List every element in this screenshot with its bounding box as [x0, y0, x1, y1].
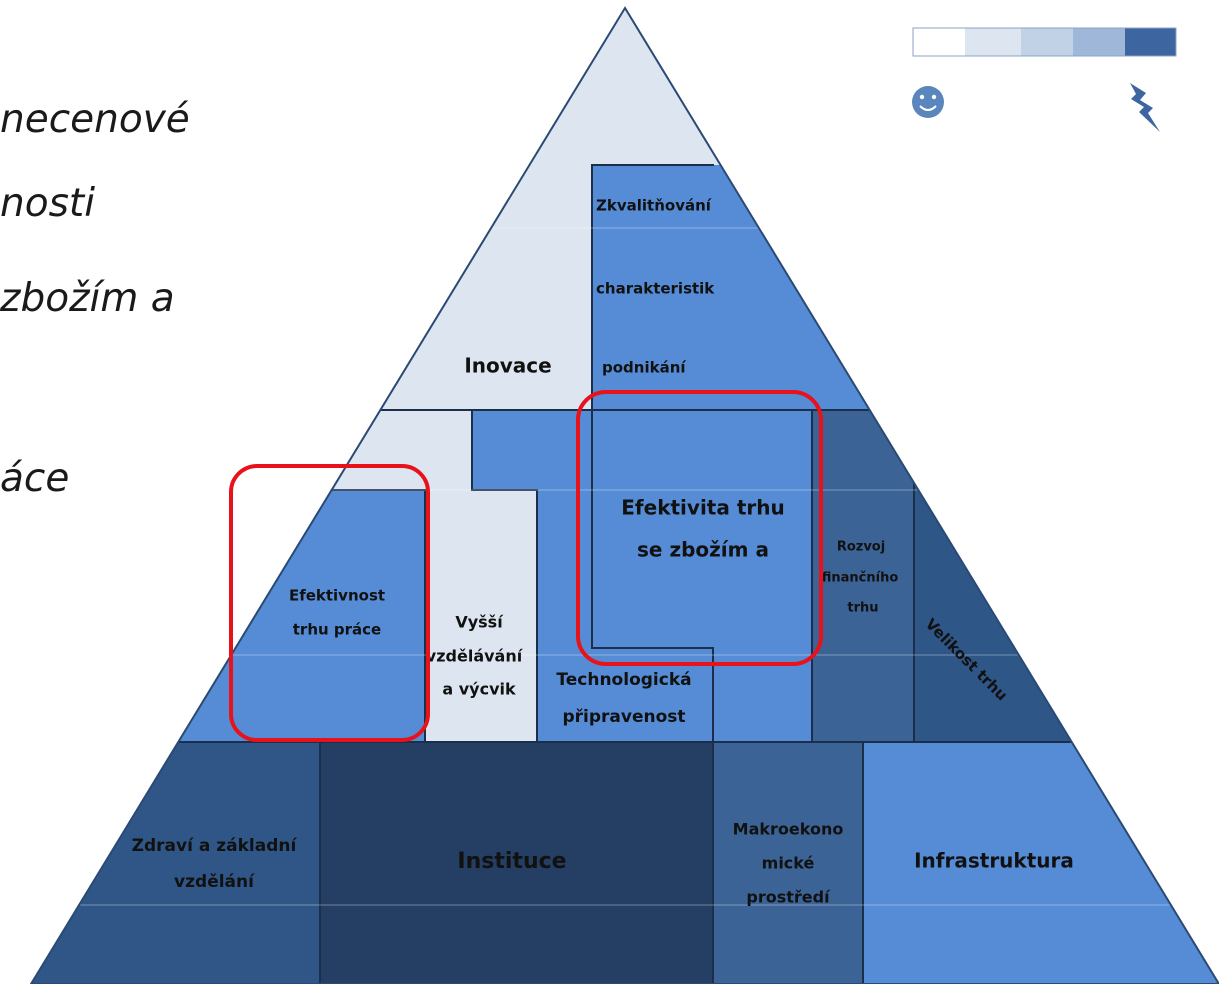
- legend-swatch-4: [1073, 28, 1125, 56]
- lightning-icon: [1130, 83, 1160, 132]
- smiley-icon: [912, 86, 944, 118]
- legend: [912, 27, 1177, 132]
- legend-swatch-5: [1125, 28, 1176, 56]
- label-instituce: Instituce: [457, 849, 566, 874]
- label-rozvoj-3: trhu: [847, 601, 878, 616]
- label-zkvalitnovani-1: Zkvalitňování: [596, 197, 712, 215]
- segment-vyssi-vzdelavani: [425, 490, 537, 742]
- segment-instituce: [320, 742, 713, 984]
- label-zdravi-1: Zdraví a základní: [132, 836, 298, 856]
- label-vyssi-1: Vyšší: [455, 613, 504, 632]
- highlight-efektivita-trhu: [576, 390, 823, 666]
- label-inovace: Inovace: [464, 354, 551, 378]
- label-makro-3: prostředí: [746, 888, 831, 907]
- side-text-line-2: nosti: [0, 181, 96, 226]
- label-makro-2: mické: [762, 854, 815, 873]
- label-zdravi-2: vzdělání: [174, 872, 255, 892]
- segment-efektivnost-trhu-prace: [31, 490, 425, 742]
- label-zkvalitnovani-3: podnikání: [602, 359, 686, 377]
- label-vyssi-2: vzdělávání: [426, 647, 524, 666]
- side-text-line-3: zbožím a: [0, 276, 175, 321]
- segment-rozvoj-financniho-trhu: [812, 410, 914, 742]
- label-technologicka-2: připravenost: [562, 707, 685, 727]
- segment-zdravi: [31, 742, 320, 984]
- legend-swatch-3: [1021, 28, 1073, 56]
- label-infrastruktura: Infrastruktura: [914, 849, 1074, 873]
- label-rozvoj-2: finančního: [822, 571, 899, 586]
- label-efektivita-2: se zbožím a: [637, 538, 769, 562]
- label-efektivita-1: Efektivita trhu: [621, 496, 784, 520]
- legend-swatch-2: [965, 28, 1021, 56]
- side-text-line-1: necenové: [0, 97, 190, 142]
- label-rozvoj-1: Rozvoj: [837, 540, 885, 555]
- label-zkvalitnovani-2: charakteristik: [596, 280, 715, 298]
- highlight-efektivnost-trhu-prace: [229, 464, 430, 742]
- pyramid-outline: [29, 6, 1219, 984]
- label-vyssi-3: a výcvik: [442, 680, 516, 699]
- legend-swatch-1: [913, 28, 965, 56]
- legend-border: [912, 27, 1177, 57]
- label-efektivnost-2: trhu práce: [293, 621, 381, 639]
- segment-velikost-trhu: [914, 410, 1219, 742]
- side-text-line-4: áce: [0, 456, 70, 501]
- label-makro-1: Makroekono: [733, 820, 844, 839]
- segment-makroekonomicke: [713, 742, 863, 984]
- label-technologicka-1: Technologická: [556, 670, 691, 690]
- label-efektivnost-1: Efektivnost: [289, 587, 385, 605]
